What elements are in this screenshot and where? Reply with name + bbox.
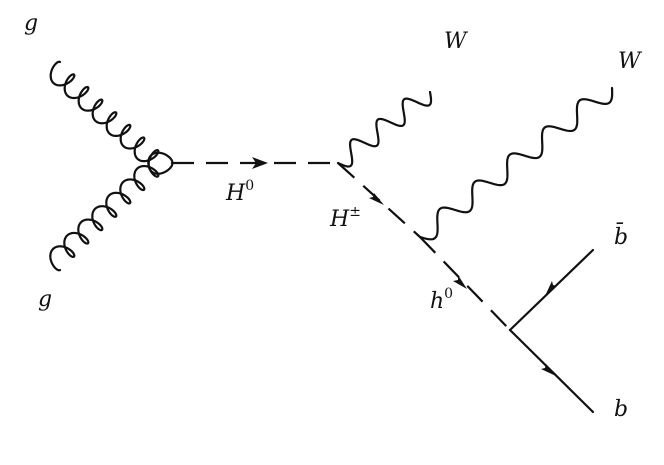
light-higgs-label: h0 [430,286,453,314]
light-higgs-label-base: h [430,289,444,314]
light-higgs-label-sup: 0 [444,286,453,302]
w-boson-label-upper: W [444,29,469,54]
bottom-quark-arrow [541,364,556,376]
light-higgs-propagator [419,236,511,331]
charged-higgs-label-sup: ± [349,204,361,220]
bottom-quark-label: b [614,397,628,422]
charged-higgs-arrow [369,193,384,205]
gluon-line-bottom [49,151,174,272]
gluon-label-bottom: g [38,287,52,312]
gluon-label-top: g [24,11,38,36]
neutral-higgs-arrow [252,157,268,169]
anti-bottom-arrow [545,281,557,296]
neutral-higgs-label-sup: 0 [245,178,254,194]
w-boson-line-right [418,86,614,241]
light-higgs-arrow [453,275,467,289]
neutral-higgs-label-base: H [225,181,246,206]
charged-higgs-label: H± [329,204,361,232]
gluon-line-top [49,60,174,175]
w-boson-label-right: W [618,49,643,74]
charged-higgs-label-base: H [329,207,350,232]
neutral-higgs-label: H0 [225,178,254,206]
w-boson-line-upper [336,90,433,168]
anti-bottom-label: b̄ [614,222,628,250]
